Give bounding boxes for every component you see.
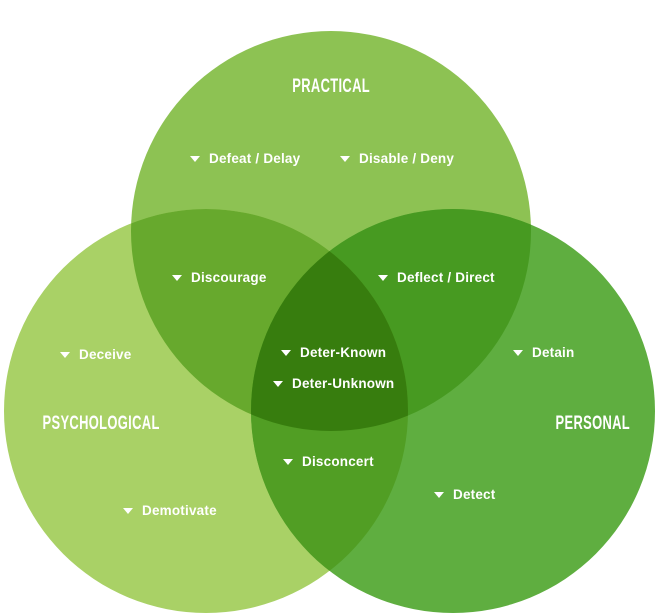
triangle-down-icon bbox=[190, 156, 200, 162]
triangle-down-icon bbox=[273, 381, 283, 387]
item-deflect-direct: Deflect / Direct bbox=[378, 270, 495, 286]
triangle-down-icon bbox=[123, 508, 133, 514]
set-title-practical: PRACTICAL bbox=[211, 75, 451, 99]
item-deter-known-label: Deter-Known bbox=[300, 345, 387, 360]
item-detain: Detain bbox=[513, 345, 574, 361]
item-demotivate-label: Demotivate bbox=[142, 503, 217, 518]
item-detain-label: Detain bbox=[532, 345, 575, 360]
item-discourage: Discourage bbox=[172, 270, 267, 286]
item-disconcert-label: Disconcert bbox=[302, 454, 374, 469]
item-defeat-delay-label: Defeat / Delay bbox=[209, 151, 301, 166]
item-detect-label: Detect bbox=[453, 487, 496, 502]
triangle-down-icon bbox=[283, 459, 293, 465]
triangle-down-icon bbox=[172, 275, 182, 281]
item-disable-deny: Disable / Deny bbox=[340, 151, 454, 167]
triangle-down-icon bbox=[340, 156, 350, 162]
triangle-down-icon bbox=[434, 492, 444, 498]
triangle-down-icon bbox=[378, 275, 388, 281]
set-title-psychological: PSYCHOLOGICAL bbox=[0, 412, 221, 436]
item-deflect-direct-label: Deflect / Direct bbox=[397, 270, 495, 285]
set-title-personal-text: PERSONAL bbox=[555, 413, 631, 434]
item-deter-known: Deter-Known bbox=[281, 345, 386, 361]
item-detect: Detect bbox=[434, 487, 495, 503]
item-discourage-label: Discourage bbox=[191, 270, 267, 285]
triangle-down-icon bbox=[513, 350, 523, 356]
set-title-psychological-text: PSYCHOLOGICAL bbox=[42, 413, 160, 434]
item-demotivate: Demotivate bbox=[123, 503, 217, 519]
item-deter-unknown-label: Deter-Unknown bbox=[292, 376, 395, 391]
triangle-down-icon bbox=[60, 352, 70, 358]
item-deceive: Deceive bbox=[60, 347, 131, 363]
item-disconcert: Disconcert bbox=[283, 454, 374, 470]
item-defeat-delay: Defeat / Delay bbox=[190, 151, 300, 167]
item-deceive-label: Deceive bbox=[79, 347, 132, 362]
triangle-down-icon bbox=[281, 350, 291, 356]
item-deter-unknown: Deter-Unknown bbox=[273, 376, 394, 392]
set-title-personal: PERSONAL bbox=[473, 412, 658, 436]
set-title-practical-text: PRACTICAL bbox=[292, 76, 370, 97]
item-disable-deny-label: Disable / Deny bbox=[359, 151, 455, 166]
